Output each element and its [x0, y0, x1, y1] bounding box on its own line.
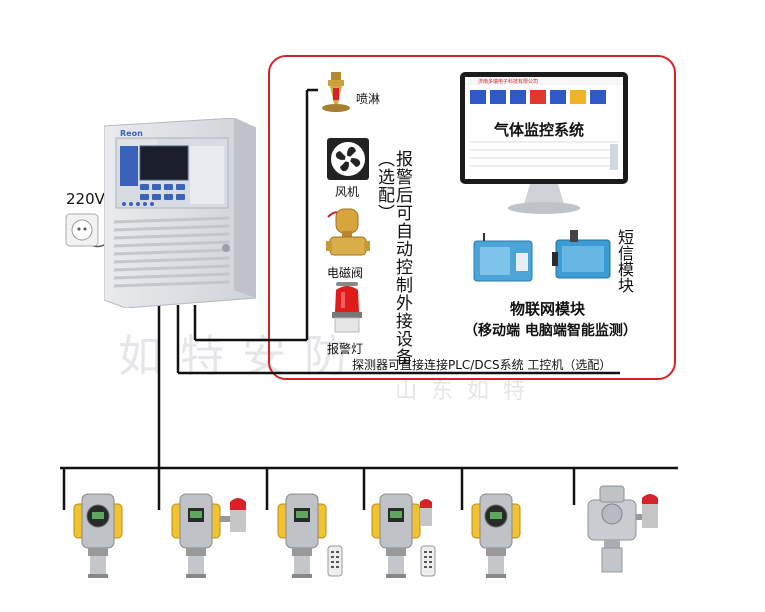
remote-2: [420, 545, 436, 577]
remote-control-icon: [327, 545, 343, 577]
detector-3: [272, 490, 332, 580]
monitor: 济南多瑞电子科技有限公司 气体监控系统: [460, 72, 628, 222]
alarm-light-icon: [330, 282, 364, 336]
iot-subtitle: （移动端 电脑端智能监测）: [464, 320, 637, 340]
gas-detector-with-alarm-icon: [166, 490, 250, 580]
monitor-company-header: 济南多瑞电子科技有限公司: [478, 78, 538, 85]
monitor-frame: [460, 72, 628, 222]
gas-detector-icon: [272, 490, 332, 580]
valve-label: 电磁阀: [327, 264, 363, 281]
detector-6: [580, 484, 664, 580]
alarm-light-device: [330, 282, 364, 336]
iot-module-icon: [472, 233, 536, 285]
fan-icon: [326, 137, 370, 181]
outlet-icon: [64, 212, 100, 248]
sprinkler-label: 喷淋: [356, 90, 380, 107]
sprinkler-device: [318, 72, 354, 118]
gas-alarm-controller: Reon: [104, 118, 256, 308]
remote-control-icon: [420, 545, 436, 577]
auto-control-note: 报警后可自动控制外接设备（选配）: [375, 150, 411, 370]
iot-title: 物联网模块: [510, 298, 585, 319]
explosion-proof-detector-icon: [580, 484, 664, 580]
gas-detector-icon: [466, 490, 526, 580]
fan-device: [326, 137, 370, 181]
monitor-system-title: 气体监控系统: [494, 119, 584, 140]
plc-connection-note: 探测器可直接连接PLC/DCS系统 工控机（选配）: [352, 356, 611, 373]
iot-module-1: [472, 233, 536, 285]
controller-body: [104, 118, 256, 308]
remote-1: [327, 545, 343, 577]
iot-module-2: [552, 226, 616, 284]
power-label: 220V: [66, 190, 105, 208]
valve-icon: [326, 205, 370, 261]
power-outlet: [64, 212, 100, 248]
controller-brand: Reon: [120, 129, 143, 138]
detector-2: [166, 490, 250, 580]
alarm-light-label: 报警灯: [327, 340, 363, 357]
detector-5: [466, 490, 526, 580]
sprinkler-icon: [318, 72, 354, 118]
sms-module-label: 短信模块: [616, 229, 632, 299]
detector-1: [68, 490, 128, 580]
fan-label: 风机: [335, 183, 359, 200]
gas-detector-icon: [68, 490, 128, 580]
solenoid-valve-device: [326, 205, 370, 261]
sms-module-icon: [552, 226, 616, 284]
